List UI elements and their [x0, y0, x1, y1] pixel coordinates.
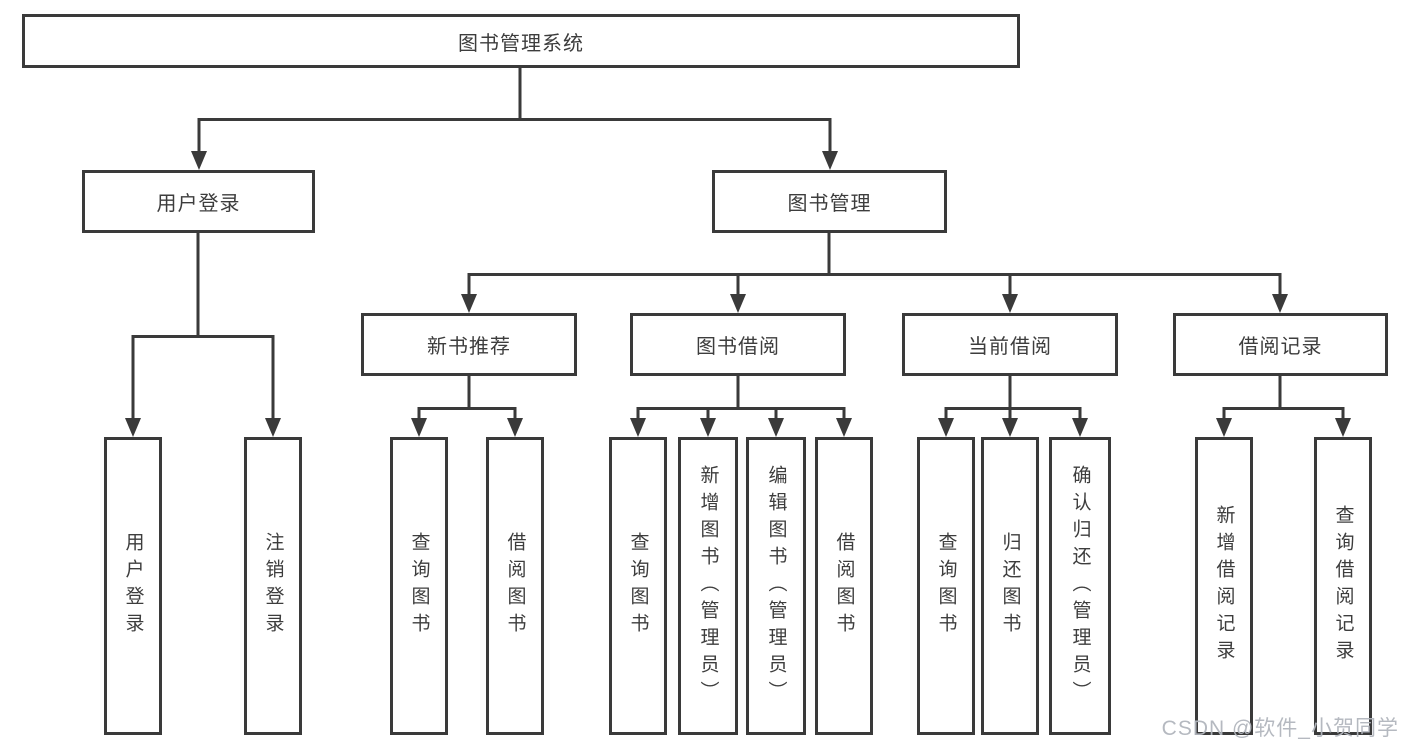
arrow-down-icon [836, 418, 852, 437]
node-label: 新增借阅记录 [1213, 505, 1235, 667]
leaf-user-login: 用户登录 [104, 437, 162, 735]
leaf-logout: 注销登录 [244, 437, 302, 735]
node-label: 图书管理 [787, 193, 872, 215]
node-label: 图书借阅 [696, 336, 780, 358]
node-current-borrowing: 当前借阅 [902, 313, 1118, 376]
node-label: 查询图书 [627, 532, 649, 640]
node-label: 查询借阅记录 [1332, 505, 1354, 667]
arrow-down-icon [630, 418, 646, 437]
node-label: 图书管理系统 [458, 32, 584, 55]
leaf-query-books-borrowing: 查询图书 [609, 437, 667, 735]
leaf-query-books-recommend: 查询图书 [390, 437, 448, 735]
node-library-management-system: 图书管理系统 [22, 14, 1020, 68]
csdn-watermark: CSDN @软件_小贺同学 [1161, 717, 1399, 740]
node-user-login: 用户登录 [82, 170, 315, 233]
arrow-down-icon [1002, 294, 1018, 313]
arrow-down-icon [768, 418, 784, 437]
leaf-query-borrow-record: 查询借阅记录 [1314, 437, 1372, 735]
node-label: 新增图书（管理员） [697, 464, 719, 708]
node-label: 借阅图书 [504, 532, 526, 640]
node-new-book-recommend: 新书推荐 [361, 313, 577, 376]
node-book-management: 图书管理 [712, 170, 947, 233]
node-label: 用户登录 [122, 532, 144, 640]
leaf-edit-books-admin: 编辑图书（管理员） [746, 437, 806, 735]
arrow-down-icon [191, 151, 207, 170]
node-label: 借阅记录 [1238, 336, 1323, 358]
node-label: 当前借阅 [968, 336, 1052, 358]
arrow-down-icon [1216, 418, 1232, 437]
arrow-down-icon [125, 418, 141, 437]
node-label: 查询图书 [935, 532, 957, 640]
arrow-down-icon [730, 294, 746, 313]
leaf-query-books-current: 查询图书 [917, 437, 975, 735]
arrow-down-icon [938, 418, 954, 437]
node-label: 借阅图书 [833, 532, 855, 640]
arrow-down-icon [700, 418, 716, 437]
node-label: 注销登录 [262, 532, 284, 640]
leaf-add-borrow-record: 新增借阅记录 [1195, 437, 1253, 735]
leaf-borrow-books: 借阅图书 [815, 437, 873, 735]
node-book-borrowing: 图书借阅 [630, 313, 846, 376]
arrow-down-icon [411, 418, 427, 437]
arrow-down-icon [1335, 418, 1351, 437]
node-borrowing-records: 借阅记录 [1173, 313, 1388, 376]
node-label: 编辑图书（管理员） [765, 464, 787, 708]
leaf-return-books: 归还图书 [981, 437, 1039, 735]
node-label: 用户登录 [156, 193, 241, 215]
arrow-down-icon [461, 294, 477, 313]
node-label: 确认归还（管理员） [1069, 464, 1091, 708]
leaf-add-books-admin: 新增图书（管理员） [678, 437, 738, 735]
node-label: 新书推荐 [427, 336, 511, 358]
node-label: 查询图书 [408, 532, 430, 640]
arrow-down-icon [822, 151, 838, 170]
arrow-down-icon [1072, 418, 1088, 437]
arrow-down-icon [265, 418, 281, 437]
leaf-borrow-books-recommend: 借阅图书 [486, 437, 544, 735]
arrow-down-icon [1002, 418, 1018, 437]
leaf-confirm-return-admin: 确认归还（管理员） [1049, 437, 1111, 735]
arrow-down-icon [507, 418, 523, 437]
node-label: 归还图书 [999, 532, 1021, 640]
arrow-down-icon [1272, 294, 1288, 313]
